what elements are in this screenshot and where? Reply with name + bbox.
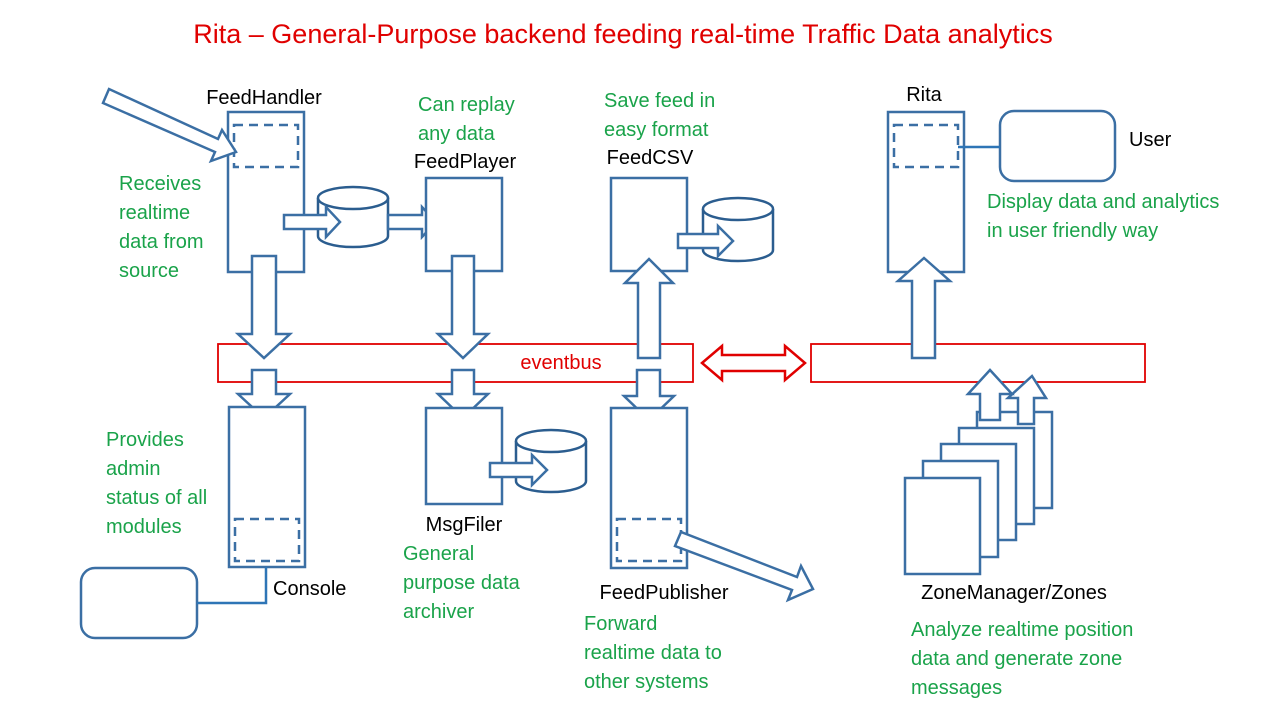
svg-text:Provides: Provides [106,429,184,451]
feedplayer-description: Can replay any data [418,94,515,145]
eventbus-label: eventbus [520,352,601,374]
bus-to-feedcsv-arrow [621,257,677,360]
svg-text:easy format: easy format [604,119,709,141]
feedcsv-description: Save feed in easy format [604,90,715,141]
svg-text:purpose data: purpose data [403,572,521,594]
user-name: User [1129,129,1172,151]
svg-text:Receives: Receives [119,173,201,195]
feedhandler-box [226,110,306,274]
console-terminal-connector [197,567,268,605]
msgfiler-database-icon [514,428,588,494]
svg-text:modules: modules [106,516,182,538]
zonemanager-name: ZoneManager/Zones [921,582,1107,604]
diagram-title: Rita – General-Purpose backend feeding r… [193,19,1052,49]
msgfiler-box [424,406,504,506]
console-name: Console [273,578,346,600]
rita-name: Rita [906,84,942,106]
svg-text:data and generate zone: data and generate zone [911,648,1122,670]
svg-text:archiver: archiver [403,601,474,623]
rita-box [886,110,966,274]
feedhandler-to-bus-arrow [234,254,294,360]
console-terminal-box [79,566,199,640]
svg-text:data from: data from [119,231,203,253]
feedcsv-database-icon [701,196,775,263]
feedcsv-name: FeedCSV [607,147,694,169]
bus-to-zones-arrow [1004,374,1049,426]
msgfiler-name: MsgFiler [426,514,503,536]
svg-text:Save feed in: Save feed in [604,90,715,112]
zones-stack [903,410,1054,576]
zonemanager-description: Analyze realtime position data and gener… [911,619,1133,699]
feedhandler-input-arrow [101,87,238,164]
feedpublisher-inner-component [615,517,683,563]
rita-inner-component [892,123,960,169]
feedhandler-description: Receives realtime data from source [119,173,203,282]
svg-text:Forward: Forward [584,613,657,635]
feedcsv-box [609,176,689,273]
feedplayer-to-bus-arrow [434,254,492,360]
svg-text:messages: messages [911,677,1002,699]
svg-text:source: source [119,260,179,282]
feedpublisher-output-arrow [673,530,815,603]
console-description: Provides admin status of all modules [106,429,207,538]
console-inner-component [233,517,301,563]
feedhandler-database-icon [316,185,390,249]
svg-text:Can replay: Can replay [418,94,515,116]
svg-text:Display data and analytics: Display data and analytics [987,191,1219,213]
feedhandler-to-db-arrow [282,203,342,241]
msgfiler-description: General purpose data archiver [403,543,521,623]
svg-text:admin: admin [106,458,160,480]
eventbus-bridge-arrow [700,343,807,383]
feedpublisher-box [609,406,689,570]
svg-text:status of all: status of all [106,487,207,509]
svg-text:realtime: realtime [119,202,190,224]
svg-text:Analyze realtime position: Analyze realtime position [911,619,1133,641]
user-terminal-box [998,109,1117,183]
feedcsv-to-db-arrow [676,222,735,260]
feedhandler-inner-component [232,123,300,169]
svg-text:General: General [403,543,474,565]
zones-to-bus-arrow [965,368,1015,422]
msgfiler-to-db-arrow [488,451,549,489]
svg-text:realtime data to: realtime data to [584,642,722,664]
feedplayer-name: FeedPlayer [414,151,517,173]
feedhandler-name: FeedHandler [206,87,322,109]
svg-text:in user friendly way: in user friendly way [987,220,1158,242]
bus-to-msgfiler-arrow [434,368,492,420]
svg-text:any data: any data [418,123,496,145]
feedpublisher-name: FeedPublisher [600,582,729,604]
svg-text:other systems: other systems [584,671,708,693]
rita-description: Display data and analytics in user frien… [987,191,1219,242]
bus-to-rita-arrow [894,256,954,360]
eventbus-right-bar [810,343,1146,383]
feedpublisher-description: Forward realtime data to other systems [584,613,722,693]
console-box [227,405,307,569]
